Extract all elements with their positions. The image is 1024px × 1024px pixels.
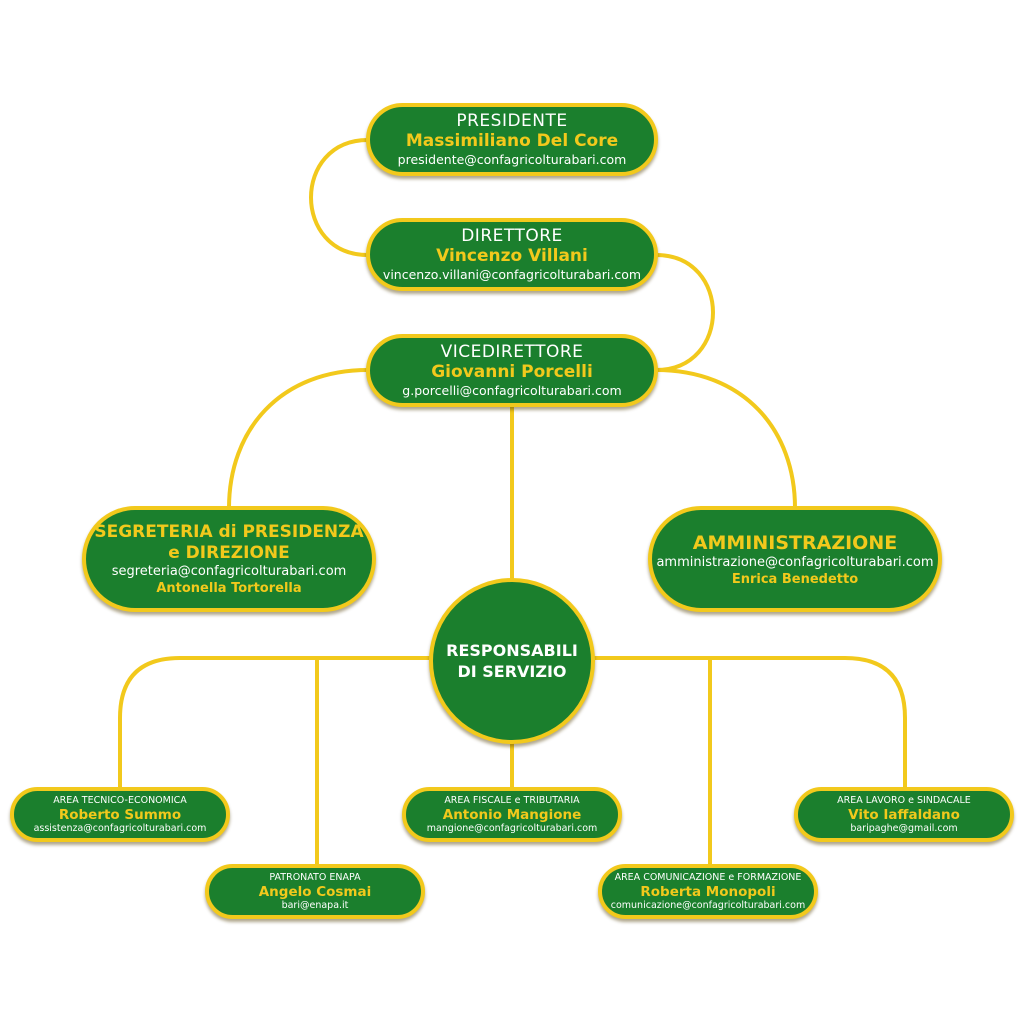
node-area-fiscale: AREA FISCALE e TRIBUTARIA Antonio Mangio… xyxy=(402,787,622,842)
name: Giovanni Porcelli xyxy=(431,362,593,382)
email: assistenza@confagricolturabari.com xyxy=(33,822,207,834)
name: Massimiliano Del Core xyxy=(405,131,619,151)
role: AREA TECNICO-ECONOMICA xyxy=(53,794,187,806)
node-direttore: DIRETTORE Vincenzo Villani vincenzo.vill… xyxy=(366,218,658,291)
role: VICEDIRETTORE xyxy=(440,342,584,362)
node-patronato-enapa: PATRONATO ENAPA Angelo Cosmai bari@enapa… xyxy=(205,864,425,919)
name: Antonio Mangione xyxy=(442,806,582,823)
node-area-tecnico-economica: AREA TECNICO-ECONOMICA Roberto Summo ass… xyxy=(10,787,230,842)
name: Enrica Benedetto xyxy=(731,571,859,587)
name: Vincenzo Villani xyxy=(436,246,588,266)
role: PATRONATO ENAPA xyxy=(269,871,361,883)
email: amministrazione@confagricolturabari.com xyxy=(656,554,934,570)
connector-vice-amministrazione xyxy=(655,368,797,509)
connector-direttore-vicedirettore xyxy=(655,253,715,372)
role: AREA LAVORO e SINDACALE xyxy=(837,794,971,806)
email: g.porcelli@confagricolturabari.com xyxy=(402,383,622,398)
node-segreteria: SEGRETERIA di PRESIDENZA e DIREZIONE seg… xyxy=(82,506,376,612)
name: Roberta Monopoli xyxy=(640,883,776,900)
email: presidente@confagricolturabari.com xyxy=(397,152,627,167)
node-responsabili-di-servizio: RESPONSABILI DI SERVIZIO xyxy=(429,578,595,744)
name: Angelo Cosmai xyxy=(258,883,372,900)
title: AMMINISTRAZIONE xyxy=(692,531,898,554)
email: baripaghe@gmail.com xyxy=(850,822,958,834)
title-line1: SEGRETERIA di PRESIDENZA xyxy=(94,521,364,542)
role: PRESIDENTE xyxy=(456,111,568,131)
name: Antonella Tortorella xyxy=(156,580,302,596)
email: bari@enapa.it xyxy=(281,899,349,911)
node-area-lavoro: AREA LAVORO e SINDACALE Vito Iaffaldano … xyxy=(794,787,1014,842)
connector-branch-right xyxy=(594,656,907,789)
role: AREA COMUNICAZIONE e FORMAZIONE xyxy=(614,871,802,883)
label-line2: DI SERVIZIO xyxy=(457,662,567,681)
role: DIRETTORE xyxy=(461,226,563,246)
node-vicedirettore: VICEDIRETTORE Giovanni Porcelli g.porcel… xyxy=(366,334,658,407)
title-line2: e DIREZIONE xyxy=(168,542,290,563)
connector-branch-left xyxy=(118,656,430,789)
name: Roberto Summo xyxy=(58,806,182,823)
connector-vice-segreteria xyxy=(227,368,369,509)
email: mangione@confagricolturabari.com xyxy=(426,822,598,834)
node-area-comunicazione: AREA COMUNICAZIONE e FORMAZIONE Roberta … xyxy=(598,864,818,919)
name: Vito Iaffaldano xyxy=(848,806,960,823)
email: segreteria@confagricolturabari.com xyxy=(111,563,347,579)
connector-presidente-direttore xyxy=(309,138,369,257)
label-line1: RESPONSABILI xyxy=(446,641,578,660)
node-amministrazione: AMMINISTRAZIONE amministrazione@confagri… xyxy=(648,506,942,612)
role: AREA FISCALE e TRIBUTARIA xyxy=(444,794,580,806)
email: comunicazione@confagricolturabari.com xyxy=(610,899,806,911)
node-presidente: PRESIDENTE Massimiliano Del Core preside… xyxy=(366,103,658,176)
email: vincenzo.villani@confagricolturabari.com xyxy=(382,267,642,282)
